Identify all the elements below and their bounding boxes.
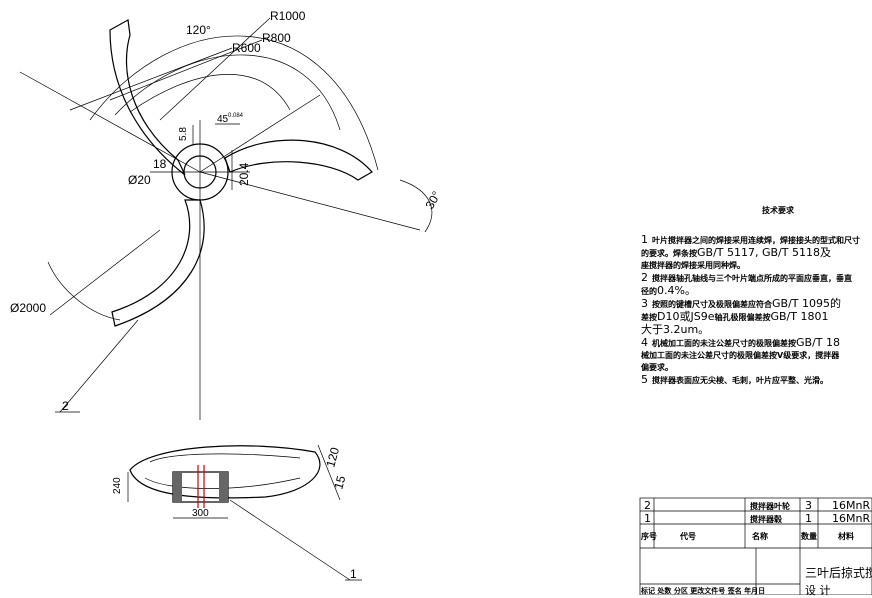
dim-20-4: 20.4 bbox=[237, 162, 251, 186]
tb-row-1-material: 16MnR bbox=[832, 512, 871, 525]
title-block-frame bbox=[639, 497, 872, 595]
tb-row-1-seq: 1 bbox=[644, 512, 651, 525]
leader-r1000 bbox=[159, 17, 271, 121]
section-blade-inner bbox=[149, 453, 301, 463]
impeller-plan-view bbox=[19, 17, 433, 420]
r600-arc bbox=[129, 74, 291, 113]
leader-30deg bbox=[199, 171, 421, 231]
dim-dia2000: Ø2000 bbox=[10, 301, 46, 315]
leader-callout-1 bbox=[229, 499, 351, 581]
tb-row-2-name: 搅拌器叶轮 bbox=[750, 502, 790, 511]
note-item: 械加工面的未注公差尺寸的极限偏差按V级要求，搅拌器 bbox=[641, 351, 840, 360]
blade-right bbox=[224, 139, 373, 181]
note-item: 大于3.2um。 bbox=[641, 323, 710, 336]
dim-15-line bbox=[317, 444, 341, 501]
title-block bbox=[639, 497, 872, 595]
tb-drawing-title: 三叶后掠式搅 bbox=[805, 566, 872, 580]
section-hub-hatch-right bbox=[219, 472, 228, 502]
dim-45: 45 bbox=[217, 114, 229, 125]
note-item: 径的0.4%。 bbox=[641, 284, 696, 297]
leader-r600 bbox=[69, 47, 233, 111]
leader-120-left bbox=[19, 71, 201, 173]
leader-dia2000 bbox=[49, 229, 161, 316]
notes-title: 技术要求 bbox=[762, 206, 794, 215]
tb-header-qty: 数量 bbox=[801, 532, 817, 541]
blade-bottom bbox=[111, 199, 205, 327]
note-item: 差按D10或JS9e轴孔极限偏差按GB/T 1801 bbox=[641, 310, 829, 323]
r800-arc bbox=[114, 54, 341, 131]
blade-top bbox=[109, 19, 186, 176]
note-item: 偏要求。 bbox=[641, 363, 673, 372]
dim-240: 240 bbox=[112, 477, 123, 494]
dim-r800: R800 bbox=[262, 31, 291, 45]
dim-15: 15 bbox=[331, 474, 348, 491]
leader-120-right bbox=[199, 94, 321, 173]
tb-row-2-material: 16MnR bbox=[832, 499, 871, 512]
note-item: 座搅拌器的焊接采用同种焊。 bbox=[641, 261, 745, 270]
dim-angle-top: 120° bbox=[186, 23, 211, 37]
impeller-section-view bbox=[127, 444, 362, 581]
arc-30deg bbox=[399, 179, 433, 233]
tb-row-2-seq: 2 bbox=[644, 499, 651, 512]
callout-2: 2 bbox=[62, 399, 69, 413]
tb-row-1-name: 搅拌器毂 bbox=[750, 515, 782, 524]
dim-angle-30: 30° bbox=[422, 189, 443, 212]
leader-callout-2 bbox=[59, 319, 139, 413]
tb-header-seq: 序号 bbox=[641, 532, 657, 541]
tb-design: 设 计 bbox=[805, 584, 831, 597]
dim-300: 300 bbox=[192, 508, 209, 519]
dim-120: 120 bbox=[323, 445, 342, 468]
tb-revision-row: 标记 处数 分区 更改文件号 签名 年月日 bbox=[641, 587, 766, 595]
tb-header-material: 材料 bbox=[838, 532, 854, 541]
section-hub-hatch-left bbox=[173, 472, 182, 502]
note-item: 的要求。焊条按GB/T 5117, GB/T 5118及 bbox=[641, 246, 831, 259]
r1000-arc bbox=[89, 35, 379, 171]
dim-r600: R600 bbox=[232, 41, 261, 55]
callout-1: 1 bbox=[350, 567, 357, 581]
dim-5-8: 5.8 bbox=[178, 127, 189, 141]
dim-45-tolerance: 0.084 bbox=[228, 113, 244, 119]
dim-r1000: R1000 bbox=[270, 9, 306, 23]
tb-row-1-qty: 1 bbox=[805, 512, 812, 525]
tb-header-code: 代号 bbox=[680, 532, 696, 541]
dia2000-arc bbox=[47, 261, 121, 321]
tb-row-2-qty: 3 bbox=[805, 499, 812, 512]
dim-dia20: Ø20 bbox=[128, 173, 151, 187]
leader-r800 bbox=[109, 39, 263, 101]
tb-header-name: 名称 bbox=[752, 532, 768, 541]
dim-18: 18 bbox=[153, 157, 167, 171]
section-blade-inner-2 bbox=[144, 477, 301, 489]
